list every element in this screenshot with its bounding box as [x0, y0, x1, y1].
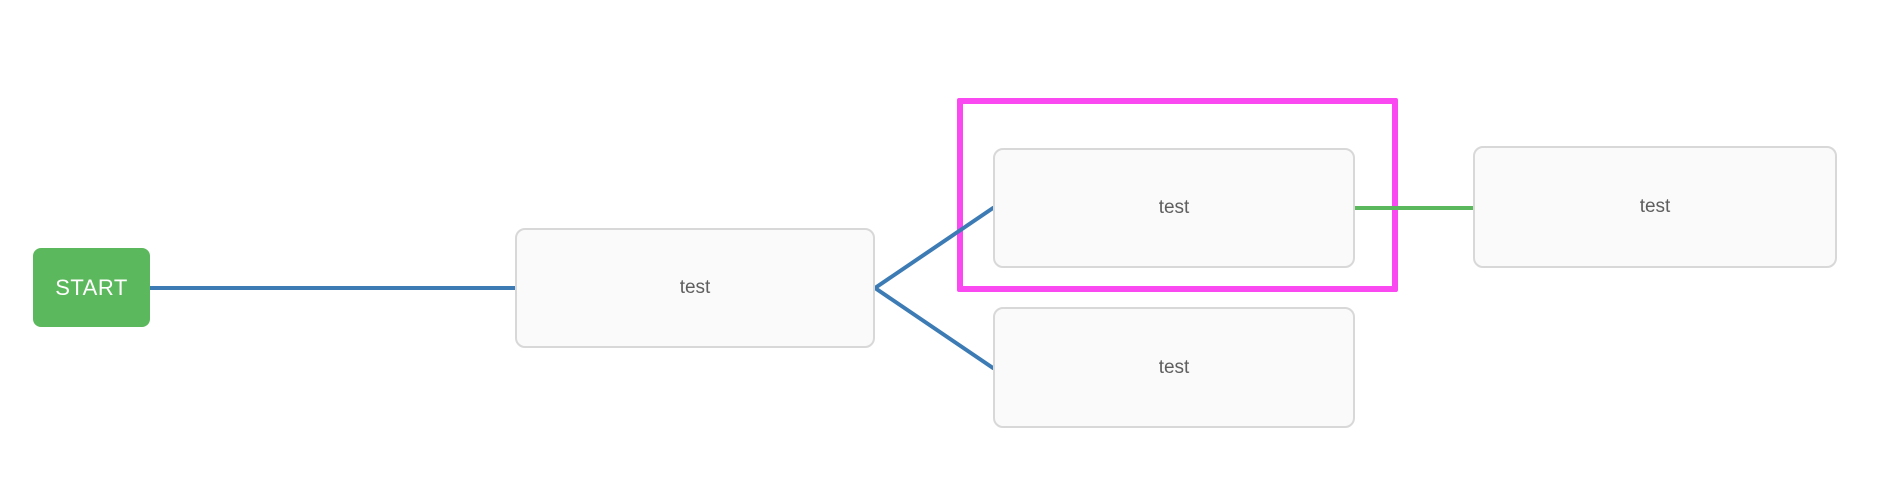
selection-highlight [957, 98, 1398, 292]
task-node-4-label: test [1158, 356, 1190, 378]
task-node-2-label: test [1158, 197, 1190, 218]
task-node-1[interactable]: test [515, 228, 875, 348]
connector-task1-to-task4[interactable] [873, 286, 995, 370]
task-node-4[interactable]: test [993, 307, 1355, 428]
start-node[interactable]: START [33, 248, 150, 327]
task-node-1-label: test [679, 277, 711, 298]
task-node-2-selected[interactable]: test [993, 148, 1355, 268]
task-node-3[interactable]: test [1473, 146, 1837, 268]
connector-task1-to-task2[interactable] [873, 206, 995, 290]
start-node-label: START [55, 274, 128, 300]
task-node-3-label: test [1639, 196, 1671, 217]
